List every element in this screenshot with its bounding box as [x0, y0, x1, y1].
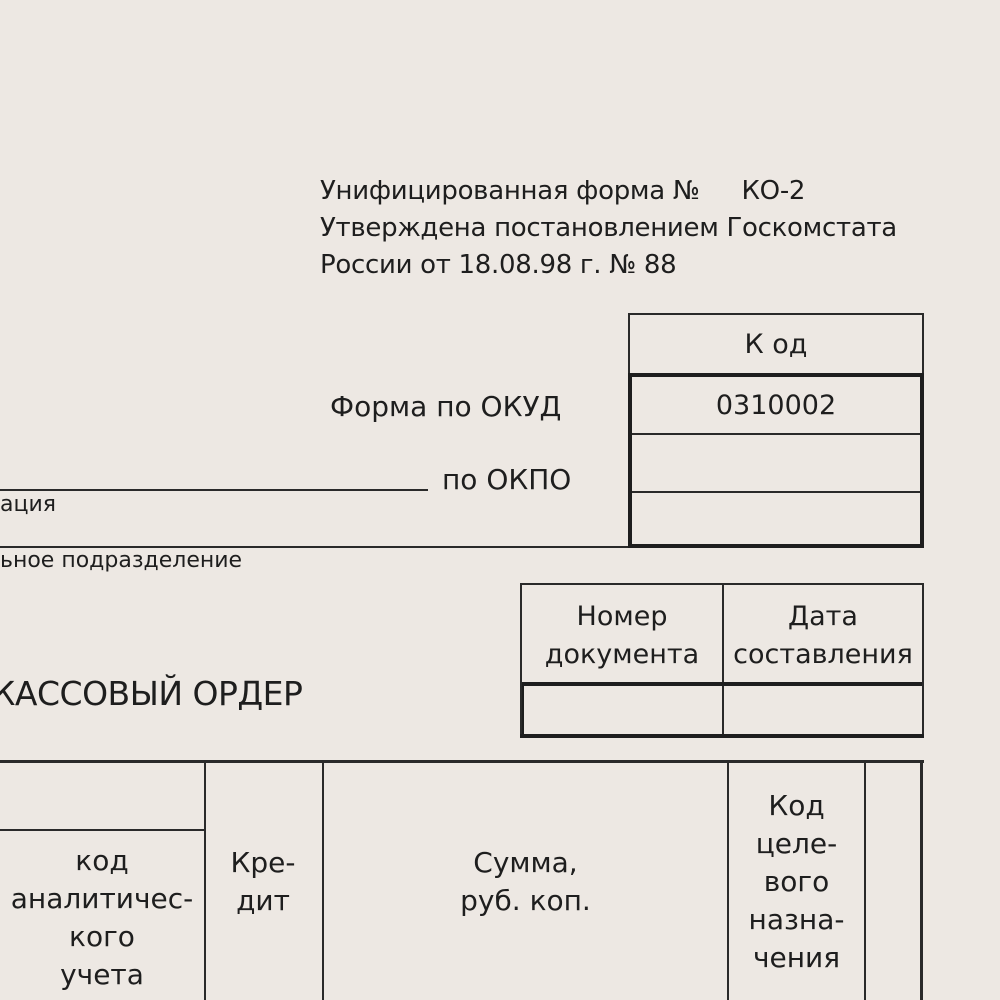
divider — [920, 760, 923, 1000]
okud-value: 0310002 — [715, 389, 837, 421]
divider — [322, 760, 324, 1000]
divider — [0, 829, 204, 831]
code-header-label: К од — [744, 328, 808, 360]
purpose-code-header: Код целе- вого назна- чения — [748, 789, 845, 974]
divider — [204, 760, 206, 1000]
organization-line[interactable] — [0, 489, 428, 491]
okud-value-cell[interactable]: 0310002 — [632, 377, 920, 433]
form-unified-line: Унифицированная форма № КО-2 — [320, 176, 805, 206]
doc-date-header: Дата составления — [733, 601, 913, 670]
doc-values-bottom-border — [520, 734, 924, 738]
doc-date-value-cell[interactable] — [724, 686, 922, 735]
okud-label: Форма по ОКУД — [330, 390, 562, 423]
doc-number-header: Номер документа — [544, 601, 700, 670]
organization-caption: ация — [0, 492, 56, 517]
document-title: КАССОВЫЙ ОРДЕР — [0, 674, 303, 713]
okpo-value-cell[interactable] — [632, 435, 920, 491]
division-caption: ьное подразделение — [0, 548, 243, 573]
divider — [727, 760, 729, 1000]
code-values-box: 0310002 — [628, 373, 924, 548]
okpo-label: по ОКПО — [442, 463, 572, 496]
sum-header: Сумма, руб. коп. — [460, 846, 591, 917]
approval-line: Утверждена постановлением Госкомстата — [320, 213, 897, 243]
doc-number-value-cell[interactable] — [524, 686, 722, 735]
form-number: КО-2 — [741, 176, 806, 206]
doc-info-table: Номер документа Дата составления — [520, 583, 924, 737]
division-line[interactable] — [0, 546, 628, 548]
divider — [632, 491, 920, 493]
main-table-top-border — [0, 760, 924, 763]
extra-code-cell[interactable] — [632, 493, 920, 544]
analytic-code-header: код аналитичес- кого учета — [10, 844, 194, 991]
divider — [864, 760, 866, 1000]
divider — [632, 433, 920, 435]
credit-header: Кре- дит — [230, 846, 296, 917]
doc-values-row — [522, 682, 922, 735]
approval-line-date: России от 18.08.98 г. № 88 — [320, 250, 677, 280]
divider — [722, 585, 724, 735]
form-unified-label: Унифицированная форма № — [320, 176, 700, 206]
code-header-cell: К од — [628, 313, 924, 375]
